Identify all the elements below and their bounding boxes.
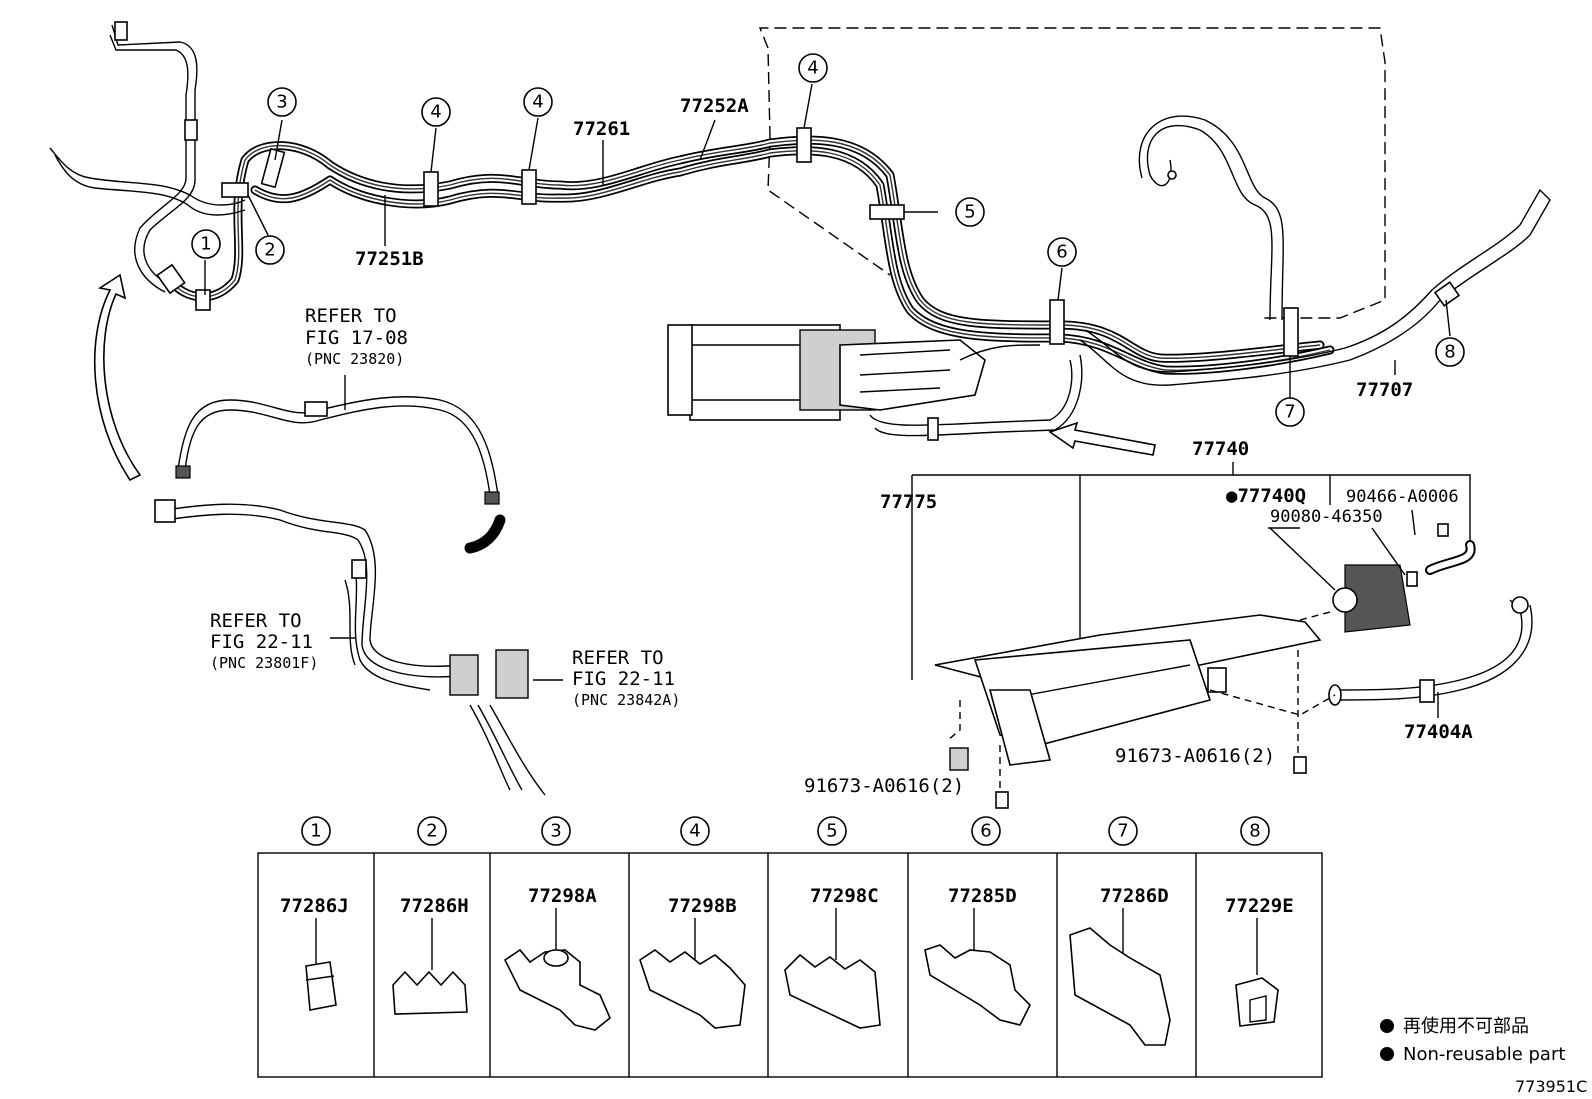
- harness-left: [154, 396, 546, 796]
- label-bolt-right: 91673-A0616(2): [1115, 745, 1275, 767]
- svg-text:77298C: 77298C: [810, 885, 879, 907]
- svg-text:2: 2: [426, 821, 437, 842]
- callout-4a: 4: [421, 97, 451, 127]
- svg-text:4: 4: [430, 102, 441, 123]
- legend-jp: 再使用不可部品: [1403, 1016, 1529, 1037]
- leader-lines: [204, 83, 1451, 718]
- callout-8: 8: [1435, 337, 1465, 367]
- label-77261: 77261: [573, 118, 630, 140]
- callout-4c: 4: [798, 53, 828, 83]
- svg-text:77286J: 77286J: [280, 895, 349, 917]
- ref3-line2: FIG 22-11: [572, 668, 675, 690]
- label-77252A: 77252A: [680, 95, 749, 117]
- svg-text:77285D: 77285D: [948, 885, 1017, 907]
- ref1-line3: (PNC 23820): [305, 350, 404, 368]
- clamp-table: 1 77286J 2 77286H 3 77298A 4 77298B 5: [257, 816, 1323, 1078]
- callout-3: 3: [267, 87, 297, 117]
- callout-5: 5: [955, 197, 985, 227]
- label-77251B: 77251B: [355, 248, 424, 270]
- svg-text:1: 1: [310, 821, 321, 842]
- ref1-line2: FIG 17-08: [305, 327, 408, 349]
- svg-text:7: 7: [1117, 821, 1128, 842]
- table-col-8: 8 77229E: [1225, 816, 1294, 1027]
- callout-7: 7: [1275, 397, 1305, 427]
- ref2-line2: FIG 22-11: [210, 631, 313, 653]
- ref3-line3: (PNC 23842A): [572, 691, 680, 709]
- svg-text:8: 8: [1444, 342, 1455, 363]
- body-outline: [758, 27, 1386, 319]
- svg-text:6: 6: [1056, 242, 1067, 263]
- part-labels: 77251B 77261 77252A 77707 77740 77775 ●7…: [355, 95, 1473, 797]
- svg-text:2: 2: [264, 240, 275, 261]
- svg-text:77286H: 77286H: [400, 895, 469, 917]
- table-col-4: 4 77298B: [639, 816, 746, 1029]
- svg-text:7: 7: [1284, 402, 1295, 423]
- svg-text:4: 4: [689, 821, 700, 842]
- filler-lines: [1138, 115, 1284, 321]
- ref2-line3: (PNC 23801F): [210, 654, 318, 672]
- svg-text:3: 3: [550, 821, 561, 842]
- svg-text:8: 8: [1249, 821, 1260, 842]
- table-col-2: 2 77286H: [392, 816, 469, 1015]
- svg-text:77229E: 77229E: [1225, 895, 1294, 917]
- label-77775: 77775: [880, 491, 937, 513]
- callout-4b: 4: [523, 87, 553, 117]
- svg-text:4: 4: [532, 92, 543, 113]
- table-col-1: 1 77286J: [280, 816, 349, 1011]
- canister-exploded: [911, 462, 1533, 809]
- table-col-5: 5 77298C: [784, 816, 881, 1029]
- label-77740: 77740: [1192, 438, 1249, 460]
- ref1-line1: REFER TO: [305, 305, 397, 327]
- label-77740Q: ●77740Q: [1226, 485, 1306, 507]
- callout-6: 6: [1047, 237, 1077, 267]
- label-77707: 77707: [1356, 379, 1413, 401]
- table-col-6: 6 77285D: [924, 816, 1031, 1026]
- svg-text:3: 3: [276, 92, 287, 113]
- svg-text:5: 5: [964, 202, 975, 223]
- filler-pipe: [1079, 188, 1551, 386]
- svg-text:1: 1: [200, 234, 211, 255]
- svg-text:77298B: 77298B: [668, 895, 737, 917]
- legend-en: Non-reusable part: [1403, 1044, 1565, 1065]
- svg-text:77298A: 77298A: [528, 885, 597, 907]
- legend: 再使用不可部品 Non-reusable part: [1380, 1016, 1565, 1065]
- label-90466: 90466-A0006: [1346, 487, 1459, 507]
- svg-text:4: 4: [807, 58, 818, 79]
- table-col-3: 3 77298A: [503, 816, 611, 1031]
- ref3-line1: REFER TO: [572, 647, 664, 669]
- label-77404A: 77404A: [1404, 721, 1473, 743]
- canister-top: [667, 324, 1083, 441]
- view-arrow: [93, 273, 1156, 482]
- callout-1: 1: [191, 229, 221, 259]
- callout-2: 2: [255, 235, 285, 265]
- svg-text:6: 6: [980, 821, 991, 842]
- callouts: 1 2 3 4 4 4 5 6 7 8: [191, 53, 1465, 427]
- label-90080: 90080-46350: [1270, 507, 1383, 527]
- ref2-line1: REFER TO: [210, 610, 302, 632]
- label-bolt-left: 91673-A0616(2): [804, 775, 964, 797]
- table-col-7: 7 77286D: [1069, 816, 1171, 1046]
- svg-text:5: 5: [826, 821, 837, 842]
- svg-text:77286D: 77286D: [1100, 885, 1169, 907]
- reference-notes: REFER TO FIG 17-08 (PNC 23820) REFER TO …: [210, 305, 680, 709]
- figure-id: 773951C: [1515, 1077, 1587, 1096]
